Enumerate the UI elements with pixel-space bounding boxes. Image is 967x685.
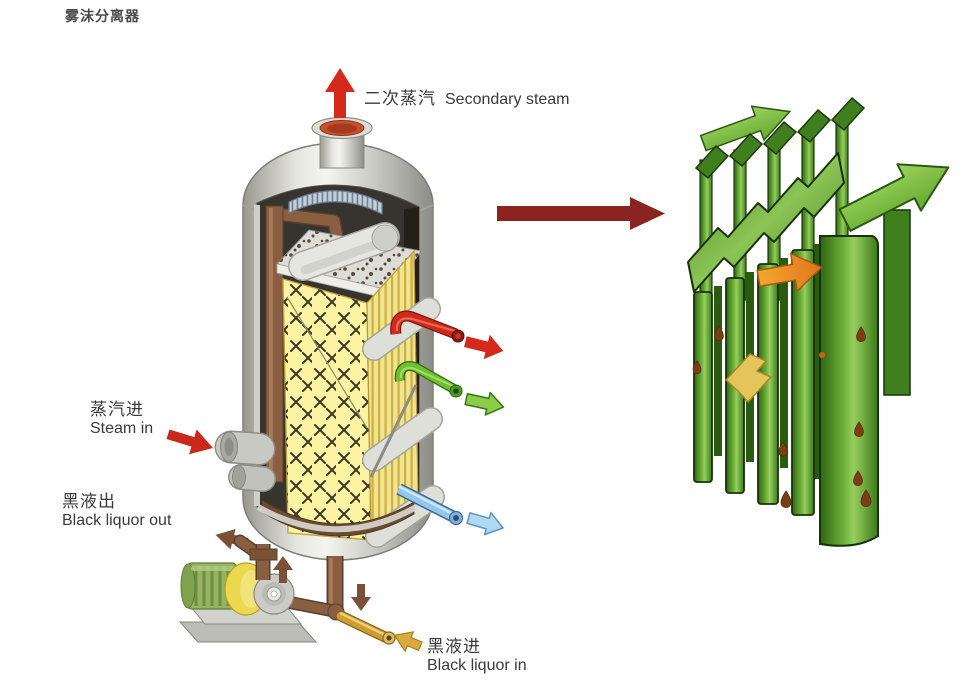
page-title: 雾沫分离器 [65,8,140,24]
demister-vane-pack-illustration [687,96,950,547]
black-liquor-in-label: 黑液进 Black liquor in [427,637,527,675]
secondary-steam-label: 二次蒸汽 Secondary steam [364,89,570,109]
vapor-out-red-arrow-icon [464,334,504,360]
black-liquor-out-label-zh: 黑液出 [62,492,116,511]
corrugated-coil [288,190,383,215]
steam-inlet-nozzle [214,430,276,492]
clean-steam-arrow-icon [838,163,950,232]
steam-in-label-en: Steam in [90,420,154,437]
black-liquor-in-label-en: Black liquor in [427,657,527,674]
steam-in-label: 蒸汽进 Steam in [90,400,153,438]
distributor-roll [288,222,400,281]
steam-in-arrow-icon [166,429,213,455]
outlet-pipes [390,310,505,536]
pump-motor [180,562,238,610]
detail-arrow-icon [497,197,665,230]
outlet-blue-arrow-icon [466,511,504,536]
deflected-flow-arrow-icon [725,353,772,403]
circulation-pump [178,544,423,653]
flow-up-arrow-icon [273,556,293,583]
black-liquor-out-label: 黑液出 Black liquor out [62,492,171,530]
steam-in-label-zh: 蒸汽进 [90,400,144,419]
liquid-droplets [692,325,872,508]
black-liquor-out-label-en: Black liquor out [62,512,172,529]
black-liquor-in-arrow-icon [393,631,423,653]
top-nozzle [311,116,373,169]
vapor-out-green-arrow-icon [464,391,505,416]
gas-flow-arrow-icon [756,252,823,292]
flow-down-arrow-icon [351,584,371,611]
black-liquor-in-label-zh: 黑液进 [427,637,481,656]
secondary-steam-label-en: Secondary steam [445,91,570,108]
secondary-steam-label-zh: 二次蒸汽 [364,89,436,108]
secondary-steam-arrow-icon [325,68,355,118]
